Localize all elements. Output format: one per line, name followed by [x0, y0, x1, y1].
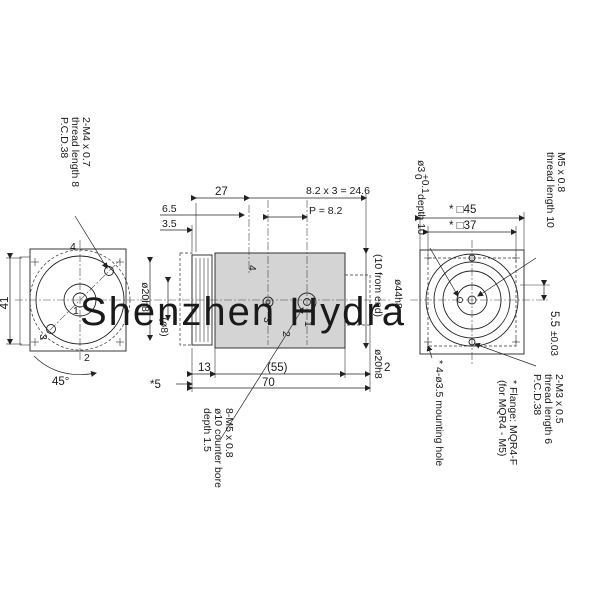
right-dim-37: * □37 [449, 220, 476, 232]
side-port-label-4: 4 [246, 265, 258, 271]
side-dim-5: *5 [150, 379, 161, 391]
left-mark-1: 1 [73, 305, 79, 317]
left-view-thread-hole-top [104, 266, 114, 276]
side-dim-3-5: 3.5 [162, 218, 177, 230]
svg-text:P.C.D.38: P.C.D.38 [531, 374, 543, 415]
svg-text:8-M5 x 0.8: 8-M5 x 0.8 [223, 408, 235, 458]
svg-text:* 4-ø3.5 mounting hole: * 4-ø3.5 mounting hole [433, 360, 445, 466]
left-view-side-plate [19, 256, 31, 346]
watermark: Shenzhen Hydra [80, 290, 406, 334]
side-dia-44h8: ø44h8 [392, 279, 404, 309]
left-thread-callout: 2-M4 x 0.7 thread length 8 P.C.D.38 [58, 117, 92, 187]
side-dim-6-5: 6.5 [162, 203, 177, 215]
right-m3-callout: 2-M3 x 0.5 thread length 6 P.C.D.38 [531, 374, 565, 444]
svg-text:+0.1: +0.1 [419, 174, 430, 194]
svg-text:(for MQR4 - M5): (for MQR4 - M5) [496, 380, 508, 456]
right-bore-callout: ø3 +0.1 0 depth 10 [412, 160, 430, 235]
svg-text:M5 x 0.8: M5 x 0.8 [555, 152, 567, 192]
side-port-label-3: 3 [261, 317, 273, 323]
right-dim-5-5: 5.5 [548, 311, 560, 327]
right-dim-5-5-tol: ±0.03 [548, 331, 559, 356]
side-dia-8: (ø8) [158, 317, 170, 336]
side-dim-27: 27 [215, 186, 228, 198]
side-dim-55: (55) [267, 362, 288, 374]
side-view-body [214, 252, 346, 349]
side-dia-10-from-end: (10 from end) [372, 254, 384, 317]
side-dia-20h8-right: ø20h8 [372, 349, 384, 379]
svg-text:* Flange: MQR4-F: * Flange: MQR4-F [507, 380, 519, 465]
left-angle-45: 45° [52, 376, 69, 388]
side-dim-2: 2 [384, 362, 390, 374]
svg-text:0: 0 [412, 174, 423, 180]
side-pitch-total: 8.2 x 3 = 24.6 [306, 185, 370, 197]
side-view: 4 3 2 1 27 6.5 3.5 8.2 x 3 = 24.6 P = 8.… [139, 185, 404, 488]
side-port-label-1: 1 [302, 321, 314, 327]
svg-text:depth 10: depth 10 [415, 194, 427, 235]
svg-text:P.C.D.38: P.C.D.38 [58, 117, 70, 158]
side-port-callout: 8-M5 x 0.8 ø10 counter bore depth 1.5 [201, 408, 235, 488]
left-mark-4: 4 [70, 241, 76, 253]
svg-text:2-M3 x 0.5: 2-M3 x 0.5 [553, 374, 565, 424]
right-flange-callout: * Flange: MQR4-F (for MQR4 - M5) [496, 380, 519, 465]
svg-text:ø3: ø3 [415, 160, 427, 172]
svg-text:ø10 counter bore: ø10 counter bore [212, 408, 224, 488]
left-mark-2: 2 [84, 352, 90, 364]
svg-text:thread length 6: thread length 6 [542, 374, 554, 444]
side-view-port-1 [297, 292, 317, 312]
svg-text:2-M4 x 0.7: 2-M4 x 0.7 [80, 117, 92, 167]
left-dim-41: 41 [0, 297, 11, 310]
side-port-label-2: 2 [280, 331, 292, 337]
side-dim-70: 70 [262, 377, 275, 389]
right-dim-45: * □45 [449, 204, 476, 216]
svg-text:depth 1.5: depth 1.5 [201, 408, 213, 452]
right-holes-callout: * 4-ø3.5 mounting hole [433, 360, 445, 466]
svg-text:thread length 8: thread length 8 [69, 117, 81, 187]
side-view-port-3 [262, 296, 274, 308]
side-pitch: P = 8.2 [309, 205, 343, 217]
right-m5-callout: M5 x 0.8 thread length 10 [544, 152, 567, 228]
left-mark-3: 3 [37, 334, 49, 340]
right-end-view: * □45 * □37 5.5 ±0.03 ø3 +0.1 0 depth 10… [410, 152, 567, 466]
left-view-thread-hole-bottom [46, 324, 56, 334]
side-dia-20h8-left: ø20h8 [139, 282, 151, 312]
left-end-view: 41 45° 4 1 3 2 2-M4 x 0.7 thread length … [0, 117, 142, 388]
side-dim-13: 13 [198, 362, 211, 374]
svg-text:thread length 10: thread length 10 [544, 152, 556, 228]
